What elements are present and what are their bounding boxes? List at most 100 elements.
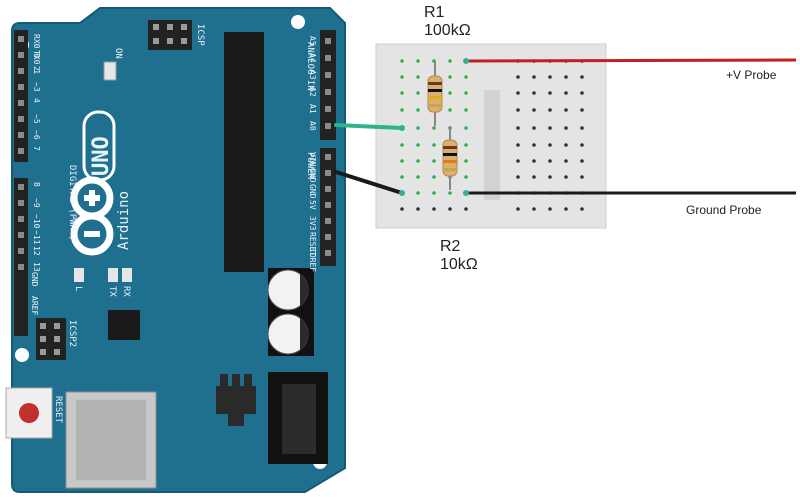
breadboard-hole	[416, 126, 420, 130]
r1-value: 100kΩ	[424, 22, 471, 39]
breadboard-hole	[516, 108, 520, 112]
brand-label: Arduino	[116, 191, 132, 250]
breadboard-hole	[516, 143, 520, 147]
breadboard-hole	[448, 207, 452, 211]
breadboard-hole	[580, 126, 584, 130]
analog-pin-label: A4	[308, 53, 317, 63]
breadboard-hole	[532, 143, 536, 147]
breadboard-hole	[532, 108, 536, 112]
analog-pin	[325, 123, 331, 129]
analog-label: ANALOG IN	[305, 42, 315, 91]
breadboard-hole	[548, 108, 552, 112]
breadboard-hole	[400, 108, 404, 112]
breadboard-hole	[416, 91, 420, 95]
digital-pin	[18, 84, 24, 90]
breadboard-hole	[416, 143, 420, 147]
icsp2-label: ICSP2	[67, 320, 77, 347]
analog-pin	[325, 72, 331, 78]
breadboard-hole	[416, 75, 420, 79]
power-pin-label: GND	[308, 168, 317, 183]
usb-port	[65, 391, 157, 489]
breadboard-hole	[532, 75, 536, 79]
power-pin-label: RESET	[308, 232, 317, 256]
breadboard-hole	[464, 207, 468, 211]
power-pin-label: VIN	[308, 152, 317, 167]
tx-led	[108, 268, 118, 282]
digital-pin-label: ~5	[32, 114, 41, 124]
power-pin	[325, 170, 331, 176]
breadboard-hole	[400, 207, 404, 211]
power-pin	[325, 202, 331, 208]
power-pin	[325, 234, 331, 240]
breadboard-hole	[416, 175, 420, 179]
black-gnd-wire	[334, 170, 404, 195]
power-pin-label: 3V3	[308, 216, 317, 231]
power-pin	[325, 186, 331, 192]
r2-name: R2	[440, 238, 461, 255]
digital-pin-label: TX0 1	[32, 50, 41, 74]
breadboard-hole	[580, 108, 584, 112]
breadboard-hole	[516, 159, 520, 163]
breadboard-hole	[532, 175, 536, 179]
power-pin-label: GND	[308, 184, 317, 199]
digital-pin	[18, 232, 24, 238]
digital-pin-label: RX0 0	[32, 34, 41, 58]
breadboard-hole	[448, 91, 452, 95]
digital-header-top	[14, 30, 28, 162]
digital-pin	[18, 100, 24, 106]
digital-pin	[18, 68, 24, 74]
breadboard-hole	[464, 126, 468, 130]
breadboard-hole	[464, 175, 468, 179]
vprobe-wire	[465, 58, 797, 63]
digital-pin-label: ~9	[32, 198, 41, 208]
breadboard-hole	[416, 191, 420, 195]
teal-wire	[334, 123, 404, 130]
reset-label: RESET	[53, 396, 63, 424]
breadboard-hole	[464, 91, 468, 95]
analog-pin	[325, 38, 331, 44]
breadboard-hole	[532, 207, 536, 211]
breadboard-hole	[580, 159, 584, 163]
rx-label: RX	[121, 286, 131, 297]
power-pin	[325, 154, 331, 160]
breadboard-hole	[416, 207, 420, 211]
digital-pin	[18, 132, 24, 138]
breadboard-hole	[464, 75, 468, 79]
uno-label: UNO	[89, 136, 114, 176]
digital-pin-label: 7	[32, 146, 41, 151]
breadboard-hole	[432, 126, 436, 130]
mount-hole	[291, 15, 305, 29]
digital-header-bottom	[14, 178, 28, 336]
mount-hole	[15, 348, 29, 362]
tx-label: TX	[107, 286, 117, 297]
breadboard-hole	[564, 159, 568, 163]
breadboard-hole	[564, 143, 568, 147]
breadboard-hole	[432, 175, 436, 179]
breadboard-hole	[400, 91, 404, 95]
analog-pin-label: A3	[308, 70, 317, 80]
breadboard-hole	[564, 126, 568, 130]
breadboard-hole	[564, 108, 568, 112]
breadboard-hole	[400, 75, 404, 79]
power-label: POWER	[305, 152, 315, 180]
analog-pin-label: A5	[308, 36, 317, 46]
on-label: ON	[113, 48, 123, 59]
l-label: L	[73, 286, 83, 291]
breadboard-hole	[416, 159, 420, 163]
analog-header	[320, 30, 336, 140]
breadboard-hole	[532, 159, 536, 163]
digital-pin-label: ~6	[32, 130, 41, 140]
breadboard-hole	[516, 91, 520, 95]
usb-chip	[108, 310, 140, 340]
breadboard-hole	[416, 59, 420, 63]
breadboard	[375, 43, 607, 229]
breadboard-hole	[400, 159, 404, 163]
breadboard-hole	[400, 175, 404, 179]
breadboard-hole	[432, 143, 436, 147]
breadboard-hole	[548, 75, 552, 79]
breadboard-hole	[400, 59, 404, 63]
power-pin-label: IOREF	[308, 248, 317, 272]
uno-badge	[82, 110, 116, 182]
digital-pin	[18, 184, 24, 190]
breadboard-hole	[448, 108, 452, 112]
